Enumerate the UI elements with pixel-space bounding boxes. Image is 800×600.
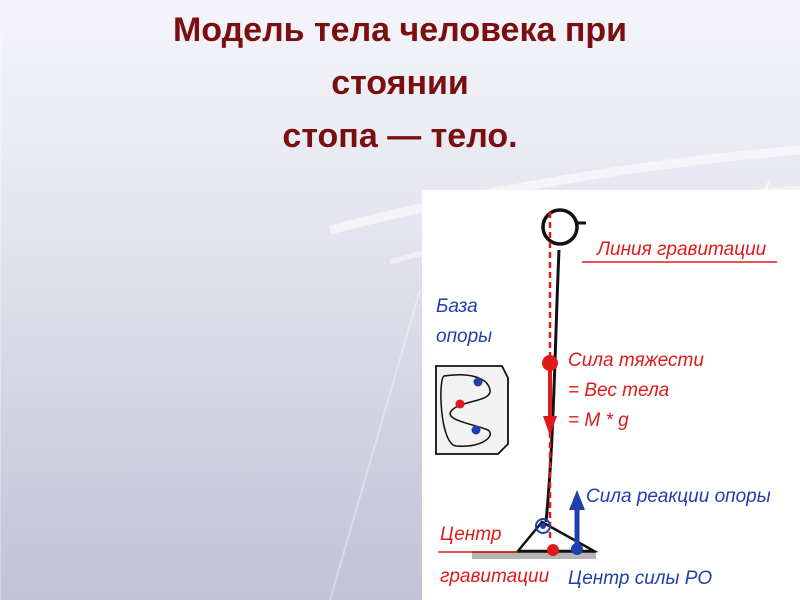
left-foot-outline xyxy=(440,374,491,447)
diagram-panel: Линия гравитации База опоры Сила тяжести… xyxy=(422,190,800,600)
support-base-label-line2: опоры xyxy=(436,326,492,347)
ground-surface xyxy=(472,552,596,559)
gravity-force-label-line2: = Вес тела xyxy=(568,380,669,401)
support-base-blue-dot-bottom xyxy=(471,425,481,435)
title-line-1: Модель тела человека при xyxy=(172,11,628,49)
center-reaction-label: Центр силы РО xyxy=(568,568,712,589)
support-base-red-dot xyxy=(455,399,465,409)
center-gravity-label-line2: гравитации xyxy=(440,566,550,587)
gravity-line-label: Линия гравитации xyxy=(595,239,767,260)
title-line-3: стопа — тело. xyxy=(282,117,518,155)
gravity-force-label-line3: = M * g xyxy=(568,410,629,431)
reaction-force-arrowhead xyxy=(569,490,585,510)
head-circle xyxy=(541,208,579,246)
body-model-diagram: Линия гравитации База опоры Сила тяжести… xyxy=(435,208,777,589)
center-of-gravity-dot xyxy=(547,544,559,556)
title-line-2: стоянии xyxy=(331,64,469,102)
reaction-force-label: Сила реакции опоры xyxy=(586,486,771,507)
center-of-gravity-marker xyxy=(535,518,551,534)
gravity-force-arrowhead xyxy=(543,416,557,436)
gravity-force-label-line1: Сила тяжести xyxy=(568,350,704,371)
center-of-reaction-dot xyxy=(571,543,583,555)
support-base-label-line1: База xyxy=(436,296,478,317)
body-line xyxy=(544,249,561,523)
center-of-gravity-marker-inner xyxy=(540,523,546,529)
support-base-blue-dot-top xyxy=(473,377,483,387)
center-of-mass-dot xyxy=(542,355,558,371)
support-base-outline xyxy=(435,365,509,455)
slide-title: Модель тела человека при стоянии стопа —… xyxy=(0,4,800,163)
support-base-diagram xyxy=(435,365,509,455)
center-gravity-label-line1: Центр xyxy=(440,524,501,545)
